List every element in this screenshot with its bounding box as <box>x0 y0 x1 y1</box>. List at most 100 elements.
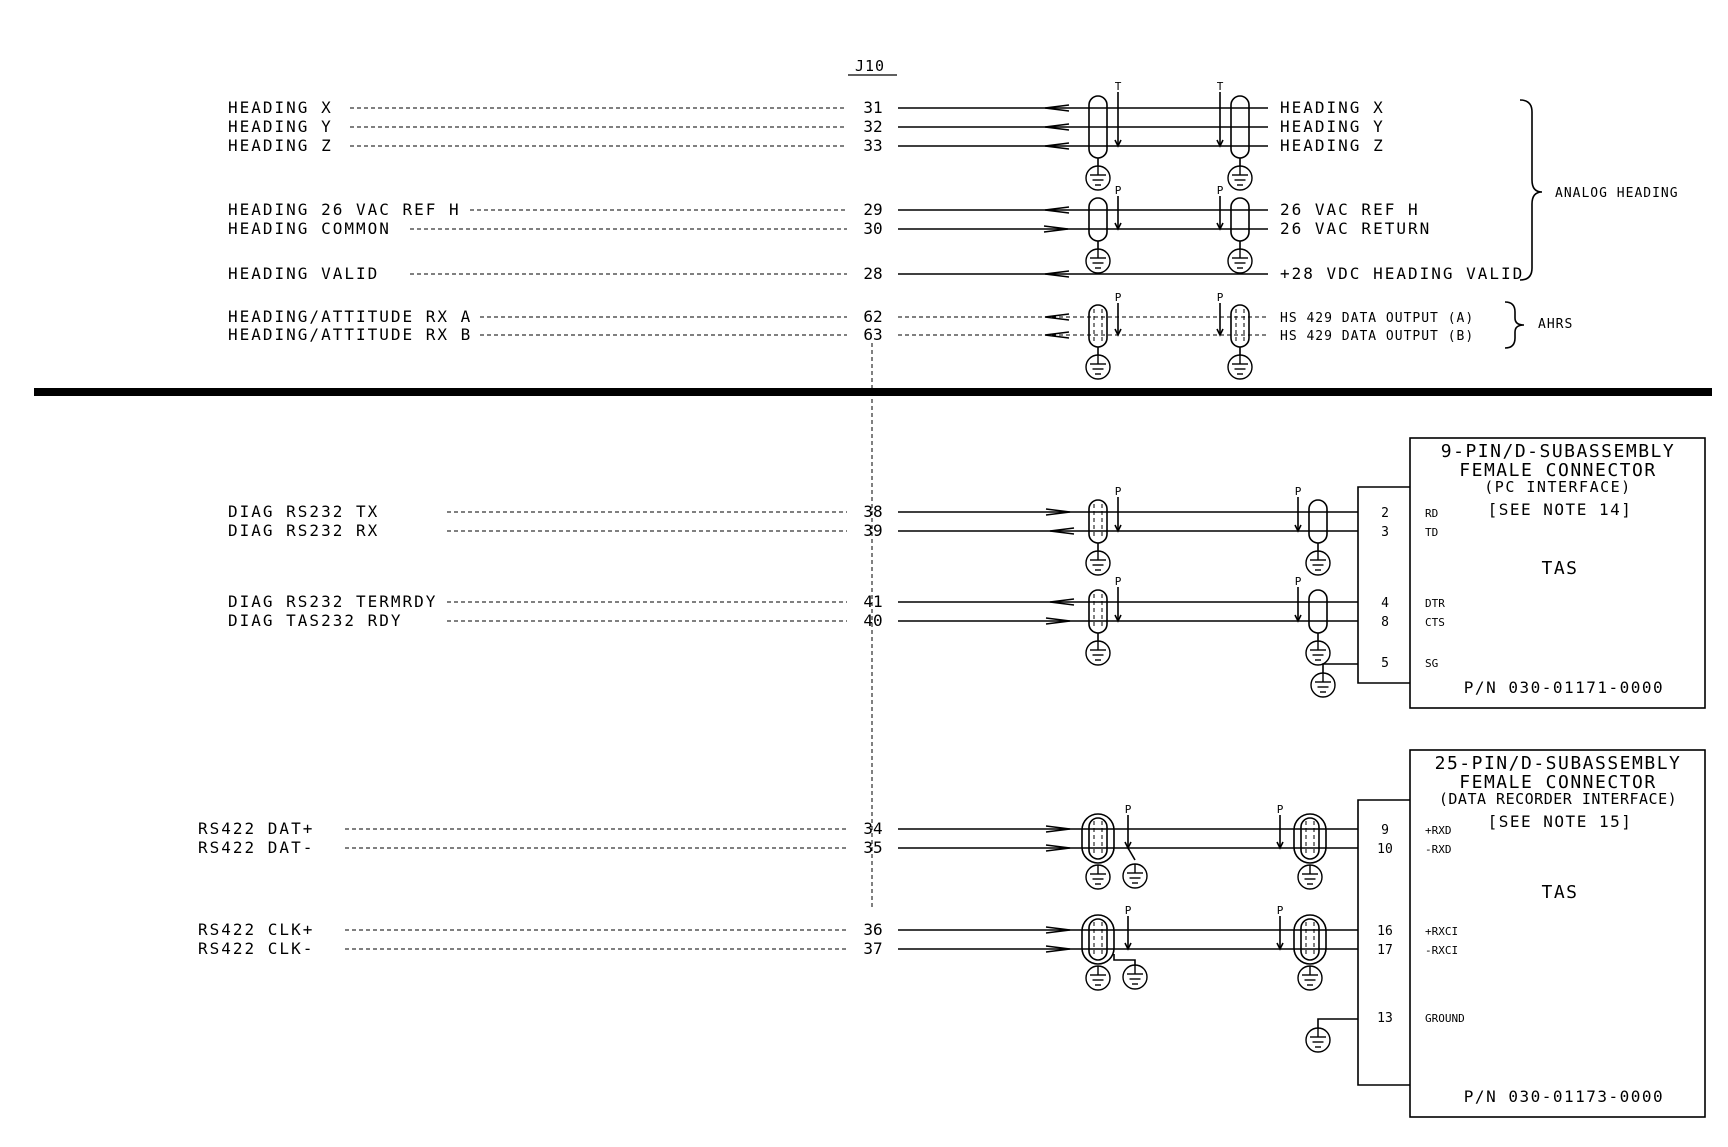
ground-icon <box>1085 640 1111 666</box>
arrow-icon <box>1044 104 1070 112</box>
shield-oval-icon <box>1088 918 1108 961</box>
pin-number: 31 <box>863 98 882 117</box>
tap-arrow-icon <box>1114 524 1122 533</box>
pin-number: 28 <box>863 264 882 283</box>
box2-ground-icon <box>1305 1027 1331 1053</box>
ahrs-brace <box>1504 301 1525 349</box>
group-braces <box>1504 99 1543 349</box>
double-shield-icon <box>1081 813 1115 864</box>
arrow-icon <box>1044 313 1070 321</box>
signal-label: RS422 DAT- <box>198 838 314 857</box>
ground-icon <box>1085 965 1111 991</box>
pin-number: 63 <box>863 325 882 344</box>
box1-part-number: P/N 030-01171-0000 <box>1464 678 1664 697</box>
shield-oval-icon <box>1300 817 1320 860</box>
arrow-icon <box>1045 844 1071 852</box>
source-signal-label: +28 VDC HEADING VALID <box>1280 264 1524 283</box>
arrow-icon <box>1044 206 1070 214</box>
box2-title-3: (DATA RECORDER INTERFACE) <box>1439 790 1677 808</box>
box1-name: TAS <box>1541 558 1578 579</box>
tap-arrow-icon <box>1114 139 1122 148</box>
box1-outline <box>1409 437 1706 709</box>
signal-label: HEADING/ATTITUDE RX B <box>228 325 472 344</box>
shield-oval-icon <box>1088 499 1108 544</box>
pin-number: 30 <box>863 219 882 238</box>
connector-pin: 10 <box>1377 842 1393 857</box>
connector-pin: 16 <box>1377 924 1393 939</box>
pin-number: 37 <box>863 939 882 958</box>
analog-heading-group-label: ANALOG HEADING <box>1555 186 1679 201</box>
shield-oval-icon <box>1230 197 1250 242</box>
connector-signal: TD <box>1425 526 1438 539</box>
pin-number: 29 <box>863 200 882 219</box>
connector-signal: RD <box>1425 507 1438 520</box>
signal-label: DIAG TAS232 RDY <box>228 611 403 630</box>
ground-icon <box>1085 354 1111 380</box>
box2-note: [SEE NOTE 15] <box>1488 812 1633 831</box>
pin-number: 33 <box>863 136 882 155</box>
box2-pin-strip <box>1357 799 1410 1086</box>
signal-label: HEADING X <box>228 98 333 117</box>
box1-ground-signal: SG <box>1425 657 1438 670</box>
arrow-icon <box>1045 825 1071 833</box>
pin-number: 34 <box>863 819 882 838</box>
box2-outline <box>1409 749 1706 1118</box>
signal-label: DIAG RS232 TERMRDY <box>228 592 437 611</box>
signal-row: HEADING/ATTITUDE RX B 63 HS 429 DATA OUTPU… <box>228 325 1474 344</box>
analog-brace <box>1519 99 1543 281</box>
box1-pin-strip <box>1357 486 1410 684</box>
signal-label: HEADING Z <box>228 136 333 155</box>
connector-signal: -RXD <box>1425 843 1452 856</box>
ground-icon <box>1297 965 1323 991</box>
shield-mark: T <box>1115 80 1122 93</box>
tap-arrow-icon <box>1294 524 1302 533</box>
ground-icon <box>1085 550 1111 576</box>
source-signal-label: 26 VAC REF H <box>1280 200 1420 219</box>
box1-title-3: (PC INTERFACE) <box>1484 478 1631 496</box>
shield-oval-icon <box>1088 589 1108 634</box>
tap-arrow-icon <box>1216 328 1224 337</box>
shield-mark: P <box>1217 184 1224 197</box>
shield-mark: P <box>1115 291 1122 304</box>
signal-label: DIAG RS232 RX <box>228 521 379 540</box>
source-signal-label: HS 429 DATA OUTPUT (A) <box>1280 311 1474 326</box>
ground-icon <box>1227 248 1253 274</box>
connector-pin: 9 <box>1381 823 1389 838</box>
connector-pin: 3 <box>1381 525 1389 540</box>
double-shield-icon <box>1081 914 1115 965</box>
box2-title-2: FEMALE CONNECTOR <box>1459 772 1656 793</box>
connector-pin: 4 <box>1381 596 1389 611</box>
signal-label: DIAG RS232 TX <box>228 502 379 521</box>
signal-label: HEADING/ATTITUDE RX A <box>228 307 472 326</box>
source-signal-label: HS 429 DATA OUTPUT (B) <box>1280 329 1474 344</box>
box2-title-1: 25-PIN/D-SUBASSEMBLY <box>1435 753 1682 774</box>
shield-oval-icon <box>1088 197 1108 242</box>
box1-title-1: 9-PIN/D-SUBASSEMBLY <box>1441 441 1675 462</box>
connector-pin: 2 <box>1381 506 1389 521</box>
shield-mark: P <box>1115 575 1122 588</box>
rs232-row: DIAG RS232 TX 38 2 RD <box>228 502 1438 521</box>
tap-arrow-icon <box>1216 139 1224 148</box>
ground-icon <box>1122 863 1148 889</box>
shield-mark: P <box>1217 291 1224 304</box>
shield-oval-icon <box>1308 499 1328 544</box>
shield-oval-icon <box>1088 817 1108 860</box>
pin-number: 38 <box>863 502 882 521</box>
shield-mark: P <box>1125 904 1132 917</box>
shield-mark: P <box>1115 485 1122 498</box>
shield-mark: P <box>1125 803 1132 816</box>
arrow-icon <box>1045 926 1071 934</box>
connector-signal: +RXCI <box>1425 925 1458 938</box>
arrow-icon <box>1044 331 1070 339</box>
pc-interface-connector: 9-PIN/D-SUBASSEMBLY FEMALE CONNECTOR (PC… <box>1310 437 1706 709</box>
ground-icon <box>1085 248 1111 274</box>
box2-name: TAS <box>1541 882 1578 903</box>
pin-number: 40 <box>863 611 882 630</box>
